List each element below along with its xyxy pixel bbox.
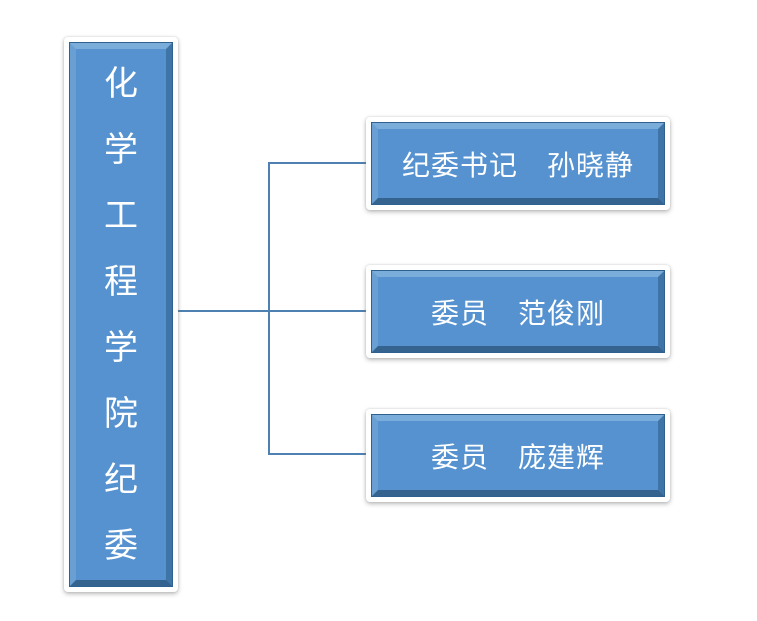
member-node-label: 委员 庞建辉 — [372, 415, 664, 496]
root-label-char: 委 — [104, 526, 138, 565]
member-node-bevel: 纪委书记 孙晓静 — [371, 122, 665, 205]
connector-branch-middle — [268, 310, 366, 312]
org-node-secretary: 纪委书记 孙晓静 — [366, 117, 670, 210]
member-node-bevel: 委员 范俊刚 — [371, 270, 665, 353]
member-node-bevel: 委员 庞建辉 — [371, 414, 665, 497]
member-node-label: 纪委书记 孙晓静 — [372, 123, 664, 204]
connector-branch-top — [268, 162, 366, 164]
root-label-char: 工 — [104, 196, 138, 235]
member-node-label: 委员 范俊刚 — [372, 271, 664, 352]
org-node-root: 化 学 工 程 学 院 纪 委 — [64, 37, 178, 592]
root-label-char: 化 — [104, 64, 138, 103]
org-node-member-2: 委员 庞建辉 — [366, 409, 670, 502]
root-label-char: 学 — [104, 328, 138, 367]
root-node-label: 化 学 工 程 学 院 纪 委 — [70, 43, 172, 586]
connector-branch-bottom — [268, 453, 366, 455]
root-node-bevel: 化 学 工 程 学 院 纪 委 — [69, 42, 173, 587]
root-label-char: 纪 — [104, 460, 138, 499]
connector-trunk-line — [268, 162, 270, 455]
root-label-char: 学 — [104, 130, 138, 169]
org-node-member-1: 委员 范俊刚 — [366, 265, 670, 358]
root-label-char: 院 — [104, 394, 138, 433]
connector-root-line — [178, 310, 270, 312]
root-label-char: 程 — [104, 262, 138, 301]
